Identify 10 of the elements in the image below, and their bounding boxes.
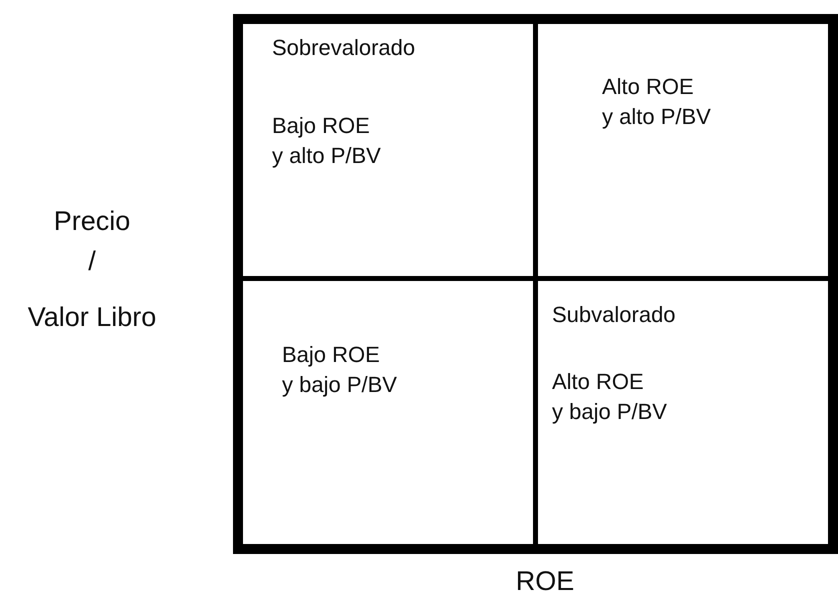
quadrant-heading: Sobrevalorado — [272, 34, 416, 62]
quadrant-text: Alto ROE y alto P/BV — [602, 73, 711, 131]
axis-label: / — [88, 246, 96, 277]
quadrant-text: Alto ROE y bajo P/BV — [552, 368, 667, 426]
quadrant-text: Bajo ROE y bajo P/BV — [282, 341, 397, 399]
axis-label: ROE — [516, 566, 574, 597]
quadrant-heading: Subvalorado — [552, 301, 676, 329]
quadrant-text: Bajo ROE y alto P/BV — [272, 112, 381, 170]
axis-label: Precio — [54, 206, 130, 237]
axis-label: Valor Libro — [28, 302, 156, 333]
